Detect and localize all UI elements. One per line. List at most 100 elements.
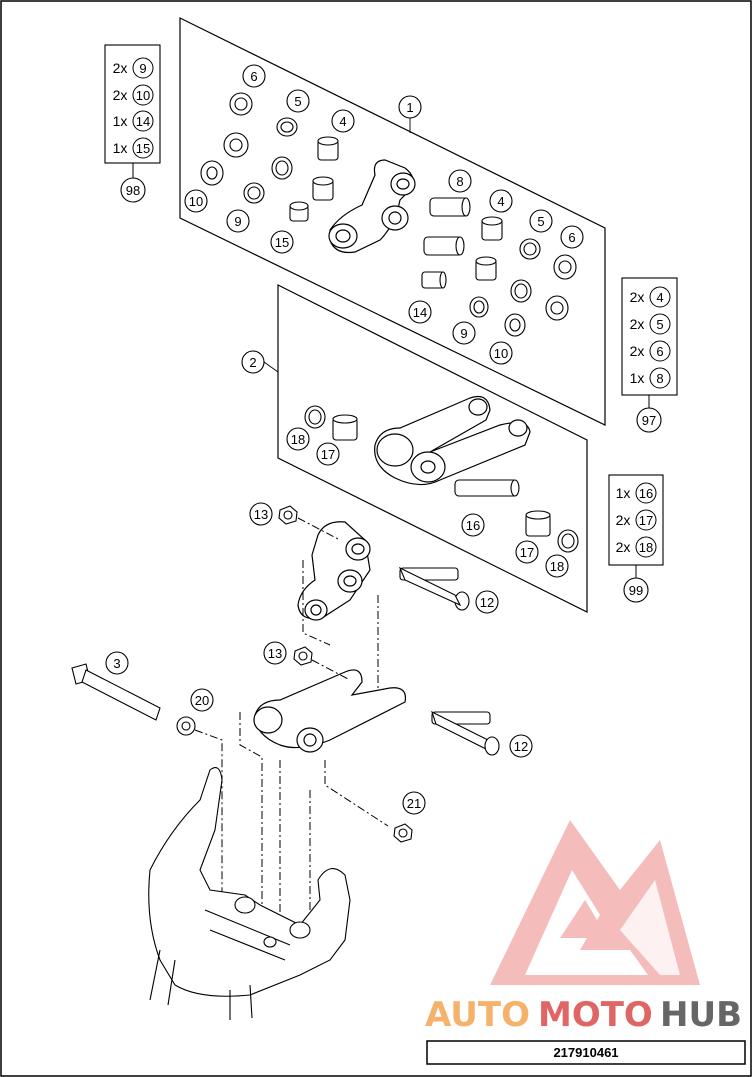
nut-part-21 — [393, 823, 413, 843]
callout-15: 15 — [270, 230, 294, 254]
svg-text:10: 10 — [189, 194, 203, 209]
callout-4-left: 4 — [331, 109, 355, 133]
svg-text:18: 18 — [550, 559, 564, 574]
nuts-part-13 — [278, 505, 313, 666]
callout-8: 8 — [448, 169, 472, 193]
watermark-moto: MOTO — [538, 995, 653, 1035]
svg-text:6: 6 — [250, 69, 257, 84]
callout-17-left: 17 — [316, 442, 340, 466]
kit-99-number: 99 — [629, 583, 643, 598]
callout-18-left: 18 — [286, 427, 310, 451]
link-arm-bushings — [304, 405, 579, 553]
part-callouts: 1 2 3 4 4 5 5 6 6 8 9 9 10 10 12 12 13 1… — [105, 64, 584, 815]
bolt-part-3 — [71, 663, 161, 721]
svg-text:2: 2 — [249, 355, 256, 370]
svg-text:15: 15 — [275, 235, 289, 250]
kit-97-number: 97 — [642, 413, 656, 428]
callout-9-right: 9 — [452, 321, 476, 345]
callout-5-right: 5 — [529, 209, 553, 233]
callout-10-left: 10 — [184, 189, 208, 213]
svg-text:5: 5 — [537, 214, 544, 229]
kit-97-item-3-part: 6 — [656, 344, 663, 359]
callout-12-lower: 12 — [509, 734, 533, 758]
kit-98-item-2-qty: 2x — [113, 87, 128, 103]
callout-20: 20 — [190, 688, 214, 712]
kit-97-item-1-part: 4 — [656, 290, 663, 305]
svg-text:14: 14 — [413, 305, 427, 320]
kit-99-item-1-part: 16 — [639, 486, 653, 501]
kit-99-item-2-qty: 2x — [616, 512, 631, 528]
kit-98-item-2-part: 10 — [136, 88, 150, 103]
svg-text:13: 13 — [268, 646, 282, 661]
svg-text:13: 13 — [254, 507, 268, 522]
callout-18-right: 18 — [545, 554, 569, 578]
sleeve-and-bearing-parts — [421, 197, 577, 337]
callout-13-upper: 13 — [249, 502, 273, 526]
kit-98-item-3-qty: 1x — [113, 113, 128, 129]
kit-98-item-1-part: 9 — [139, 61, 146, 76]
svg-text:10: 10 — [494, 346, 508, 361]
svg-text:21: 21 — [407, 796, 421, 811]
svg-text:4: 4 — [339, 114, 346, 129]
kit-99-item-3-part: 18 — [639, 540, 653, 555]
callout-3: 3 — [105, 651, 129, 675]
svg-text:4: 4 — [497, 194, 504, 209]
kit-99-item-2-part: 17 — [639, 513, 653, 528]
callout-21: 21 — [402, 791, 426, 815]
kit-97-box: 97 2x 4 2x 5 2x 6 1x 8 — [621, 277, 678, 433]
svg-text:1: 1 — [406, 100, 413, 115]
frame-swingarm-section — [148, 767, 351, 1020]
svg-text:20: 20 — [195, 693, 209, 708]
kit-97-item-3-qty: 2x — [630, 343, 645, 359]
callout-6-right: 6 — [560, 225, 584, 249]
callout-2: 2 — [241, 350, 265, 374]
watermark-text: AUTO MOTO HUB — [425, 995, 742, 1035]
kit-98-box: 98 2x 9 2x 10 1x 14 1x 15 — [104, 44, 161, 203]
svg-text:5: 5 — [294, 94, 301, 109]
kit-98-item-3-part: 14 — [136, 114, 150, 129]
svg-text:17: 17 — [520, 545, 534, 560]
svg-text:12: 12 — [480, 595, 494, 610]
watermark-auto: AUTO — [425, 995, 530, 1035]
svg-text:9: 9 — [234, 214, 241, 229]
callout-leaders — [263, 118, 411, 373]
link-arm-part-2 — [374, 395, 531, 486]
callout-5-left: 5 — [286, 89, 310, 113]
svg-text:6: 6 — [568, 230, 575, 245]
kit-99-item-3-qty: 2x — [616, 539, 631, 555]
kit-99-box: 99 1x 16 2x 17 2x 18 — [608, 474, 664, 603]
kit-99-item-1-qty: 1x — [616, 485, 631, 501]
svg-text:16: 16 — [466, 518, 480, 533]
kit-97-item-4-part: 8 — [656, 371, 663, 386]
callout-1: 1 — [398, 95, 422, 119]
kit-97-item-4-qty: 1x — [630, 370, 645, 386]
kit-98-item-4-part: 15 — [136, 141, 150, 156]
kit-98-item-1-qty: 2x — [113, 60, 128, 76]
kit-97-item-1-qty: 2x — [630, 289, 645, 305]
callout-16: 16 — [461, 513, 485, 537]
callout-6-left: 6 — [242, 64, 266, 88]
kit-97-item-2-qty: 2x — [630, 316, 645, 332]
callout-14: 14 — [408, 300, 432, 324]
svg-text:3: 3 — [113, 656, 120, 671]
callout-4-right: 4 — [489, 189, 513, 213]
callout-17-right: 17 — [515, 540, 539, 564]
callout-10-right: 10 — [489, 341, 513, 365]
svg-text:12: 12 — [514, 739, 528, 754]
washer-part-20 — [176, 716, 196, 736]
assembled-linkage — [253, 521, 407, 753]
kit-97-item-2-part: 5 — [656, 317, 663, 332]
svg-text:8: 8 — [456, 174, 463, 189]
bolts-part-12 — [398, 566, 500, 756]
seal-and-bearing-parts — [200, 92, 339, 222]
kit-98-number: 98 — [126, 183, 140, 198]
watermark-hub: HUB — [660, 995, 742, 1035]
callout-12-upper: 12 — [475, 590, 499, 614]
svg-text:9: 9 — [460, 326, 467, 341]
watermark-logo — [490, 820, 700, 985]
svg-text:18: 18 — [291, 432, 305, 447]
callout-13-lower: 13 — [263, 641, 287, 665]
link-lever-part-1 — [328, 159, 416, 254]
